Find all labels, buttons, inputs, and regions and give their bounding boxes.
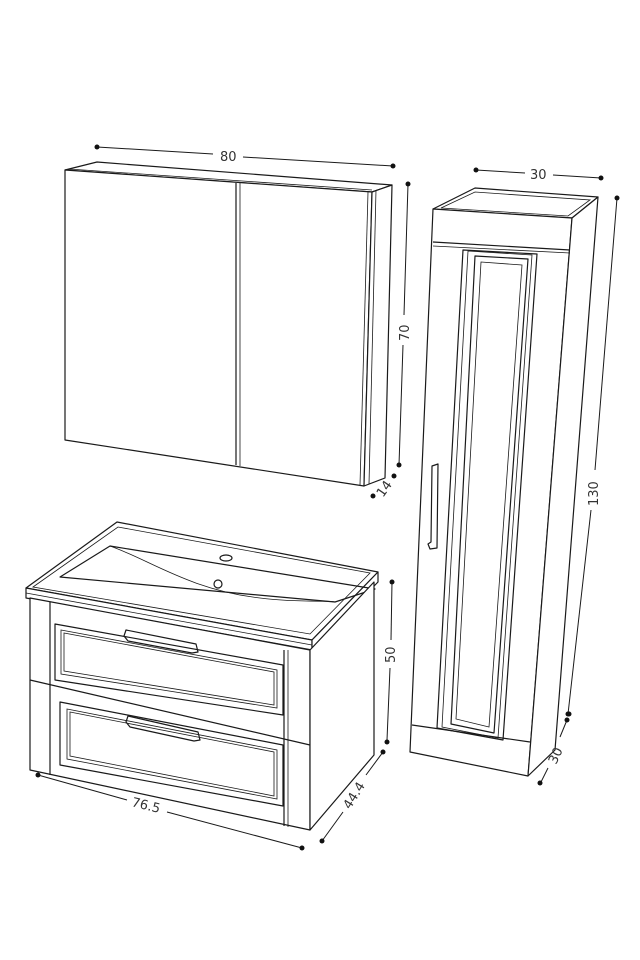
svg-text:50: 50 — [384, 646, 399, 663]
svg-text:76.5: 76.5 — [130, 795, 162, 817]
svg-text:70: 70 — [398, 324, 413, 341]
dim-tall-depth: 30 — [537, 711, 572, 786]
dim-vanity-width: 76.5 — [35, 772, 305, 851]
dim-mirror-width: 80 — [94, 144, 396, 169]
dim-vanity-height: 50 — [384, 579, 399, 745]
dim-mirror-height: 70 — [396, 181, 413, 468]
tall-cabinet — [409, 187, 599, 777]
vanity-unit — [25, 521, 379, 831]
svg-text:130: 130 — [587, 481, 602, 506]
dim-tall-width: 30 — [473, 167, 604, 183]
svg-text:80: 80 — [220, 150, 237, 165]
mirror-cabinet — [64, 161, 393, 487]
svg-text:30: 30 — [546, 745, 567, 766]
svg-text:30: 30 — [530, 168, 547, 183]
